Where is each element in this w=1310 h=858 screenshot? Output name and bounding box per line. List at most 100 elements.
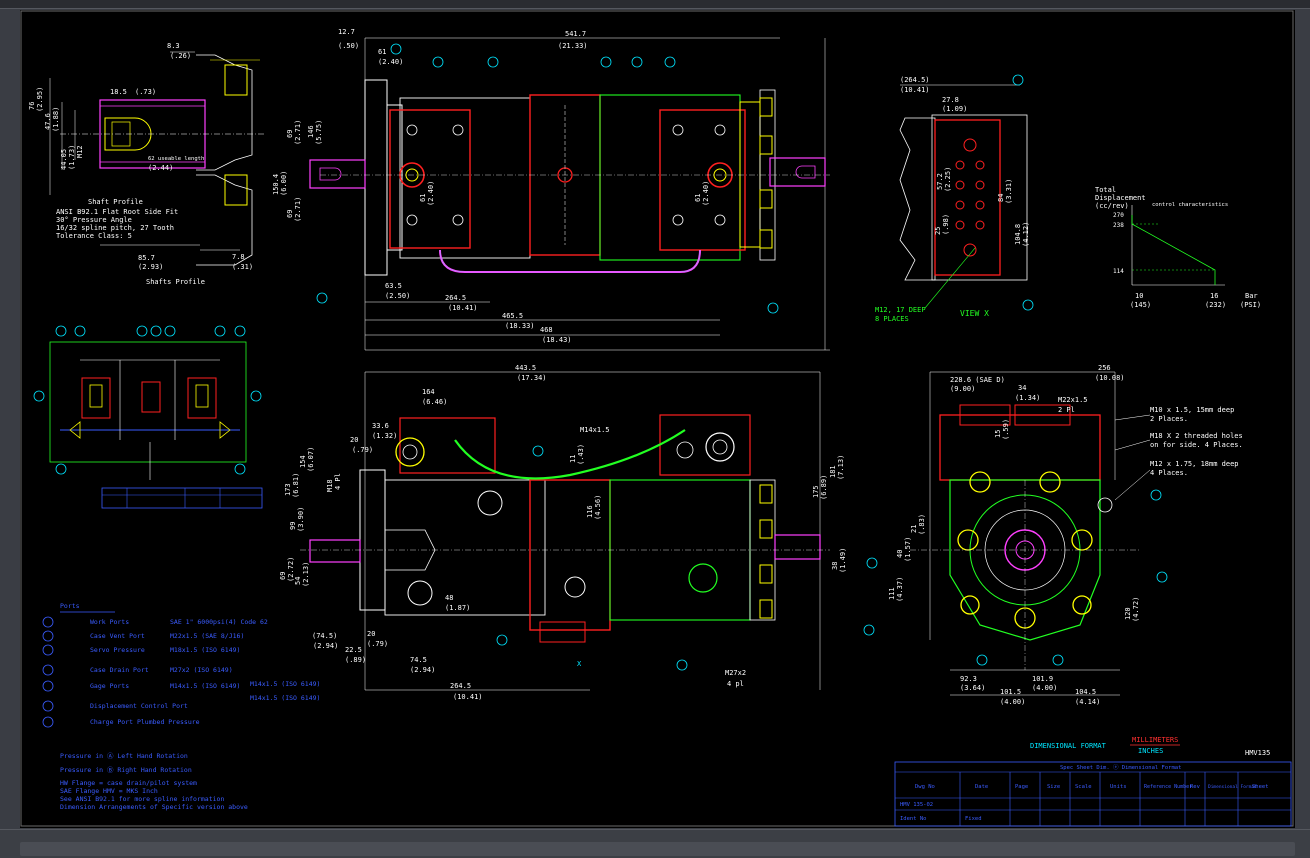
front-dim: 164: [422, 388, 435, 396]
viewx-dim: 27.8: [942, 96, 959, 104]
units-inch-label: INCHES: [1138, 747, 1163, 755]
top-dim: (2.71): [294, 197, 302, 222]
end-dim: (4.72): [1132, 597, 1140, 622]
pressure-line: Pressure in Ⓐ Left Hand Rotation: [60, 752, 188, 760]
horizontal-scrollbar[interactable]: [20, 842, 1295, 856]
top-dim: (5.75): [315, 120, 323, 145]
end-note: 4 Places.: [1150, 469, 1188, 477]
front-dim: (1.49): [839, 548, 847, 573]
legend-row-label: Servo Pressure: [90, 646, 145, 654]
shaft-dim: (.31): [232, 263, 253, 271]
title-col: Dwg No: [915, 784, 935, 790]
front-dim: 22.5: [345, 646, 362, 654]
end-dim: 120: [1124, 607, 1132, 620]
top-dim: 150.4: [272, 174, 280, 195]
end-dim: 21: [910, 525, 918, 533]
front-dim: (6.07): [307, 447, 315, 472]
callout-balloons: [33, 43, 1168, 728]
shaft-dim: M12: [76, 145, 84, 158]
end-dim: (1.57): [904, 537, 912, 562]
shaft-dim: (.73): [135, 88, 156, 96]
front-dim: 443.5: [515, 364, 536, 372]
graph-xtick: 10: [1135, 292, 1143, 300]
end-note: on for side. 4 Places.: [1150, 441, 1243, 449]
legend-row-label: Displacement Control Port: [90, 702, 188, 710]
front-dim: 99: [289, 522, 297, 530]
title-col: Reference Number: [1144, 784, 1192, 790]
front-dim: (2.72): [287, 557, 295, 582]
end-dim: 111: [888, 587, 896, 600]
control-characteristics-graph: [1131, 205, 1225, 286]
front-dim: (2.94): [313, 642, 338, 650]
graph-curve-label: control characteristics: [1152, 202, 1228, 208]
legend-row-label: Charge Port Plumbed Pressure: [90, 718, 200, 726]
top-dim: (2.50): [385, 292, 410, 300]
end-dim: (1.34): [1015, 394, 1040, 402]
end-dim: 256: [1098, 364, 1111, 372]
end-note: M10 x 1.5, 15mm deep: [1150, 406, 1234, 414]
title-block-header: Spec Sheet Dim. ⓔ Dimensional Format: [1060, 763, 1181, 771]
shaft-spec-line: ANSI B92.1 Flat Root Side Fit: [56, 208, 178, 216]
end-dim: (.59): [1002, 419, 1010, 440]
shaft-dim: 7.8: [232, 253, 245, 261]
units-mm-label: MILLIMETERS: [1132, 736, 1178, 744]
shaft-dim: 62 useable length: [148, 156, 204, 162]
top-dim: (18.33): [505, 322, 535, 330]
front-dim: (7.13): [837, 455, 845, 480]
dimensional-format-label: DIMENSIONAL FORMAT: [1030, 742, 1107, 750]
end-dim: 101.5: [1000, 688, 1021, 696]
end-dim: 101.9: [1032, 675, 1053, 683]
graph-ytick: 114: [1113, 268, 1124, 275]
title-col: Page: [1015, 784, 1028, 790]
shaft-dim: (2.93): [138, 263, 163, 271]
title-block: [894, 761, 1292, 827]
top-dim: (2.40): [702, 181, 710, 206]
end-dim: (3.64): [960, 684, 985, 692]
graph-xtick: (232): [1205, 301, 1226, 309]
drawing-canvas[interactable]: 8.3 (.26) 18.5 (.73) 62 useable length (…: [20, 10, 1295, 828]
front-dim: 11: [569, 455, 577, 463]
graph-title: Displacement: [1095, 194, 1146, 202]
end-dim: 34: [1018, 384, 1026, 392]
front-dim: 173: [284, 483, 292, 496]
hydraulic-schematic: [49, 341, 263, 509]
legend-extra: M14x1.5 (ISO 6149): [250, 694, 320, 702]
viewx-dim: 84: [997, 194, 1005, 202]
graph-ytick: 238: [1113, 222, 1124, 229]
shaft-spec-line: Tolerance Class: 5: [56, 232, 132, 240]
top-dim: 61: [694, 194, 702, 202]
end-dim: 92.3: [960, 675, 977, 683]
title-col: Sheet: [1252, 784, 1269, 790]
front-dim: 154: [299, 455, 307, 468]
front-dim: (2.94): [410, 666, 435, 674]
top-toolbar-strip: [0, 0, 1310, 9]
legend-footnote: SAE Flange HMV = MKS Inch: [60, 787, 158, 795]
viewx-dim: (3.31): [1005, 179, 1013, 204]
shaft-dim: 44.05: [60, 149, 68, 170]
viewx-dim: 104.8: [1014, 224, 1022, 245]
end-dim: (4.14): [1075, 698, 1100, 706]
end-dim: (4.00): [1032, 684, 1057, 692]
end-dim: 228.6 (SAE D): [950, 376, 1005, 384]
front-dim: (2.13): [302, 562, 310, 587]
end-dim: 104.5: [1075, 688, 1096, 696]
top-dim: 468: [540, 326, 553, 334]
front-note: M18: [326, 479, 334, 492]
top-dim: 69: [286, 130, 294, 138]
title-col: Size: [1047, 784, 1060, 790]
front-dim: 38: [831, 562, 839, 570]
front-dim: (1.32): [372, 432, 397, 440]
viewx-dim: (.98): [942, 214, 950, 235]
viewx-dim: (264.5): [900, 76, 930, 84]
shaft-dim: (.26): [170, 52, 191, 60]
end-dim: 40: [896, 550, 904, 558]
end-note: 2 Places.: [1150, 415, 1188, 423]
end-dim: (10.08): [1095, 374, 1125, 382]
shaft-dim: 18.5: [110, 88, 127, 96]
front-dim: 74.5: [410, 656, 427, 664]
front-dim: 54: [294, 577, 302, 585]
top-dim: 146: [307, 125, 315, 138]
front-note: M14x1.5: [580, 426, 610, 434]
top-dim: 541.7: [565, 30, 586, 38]
